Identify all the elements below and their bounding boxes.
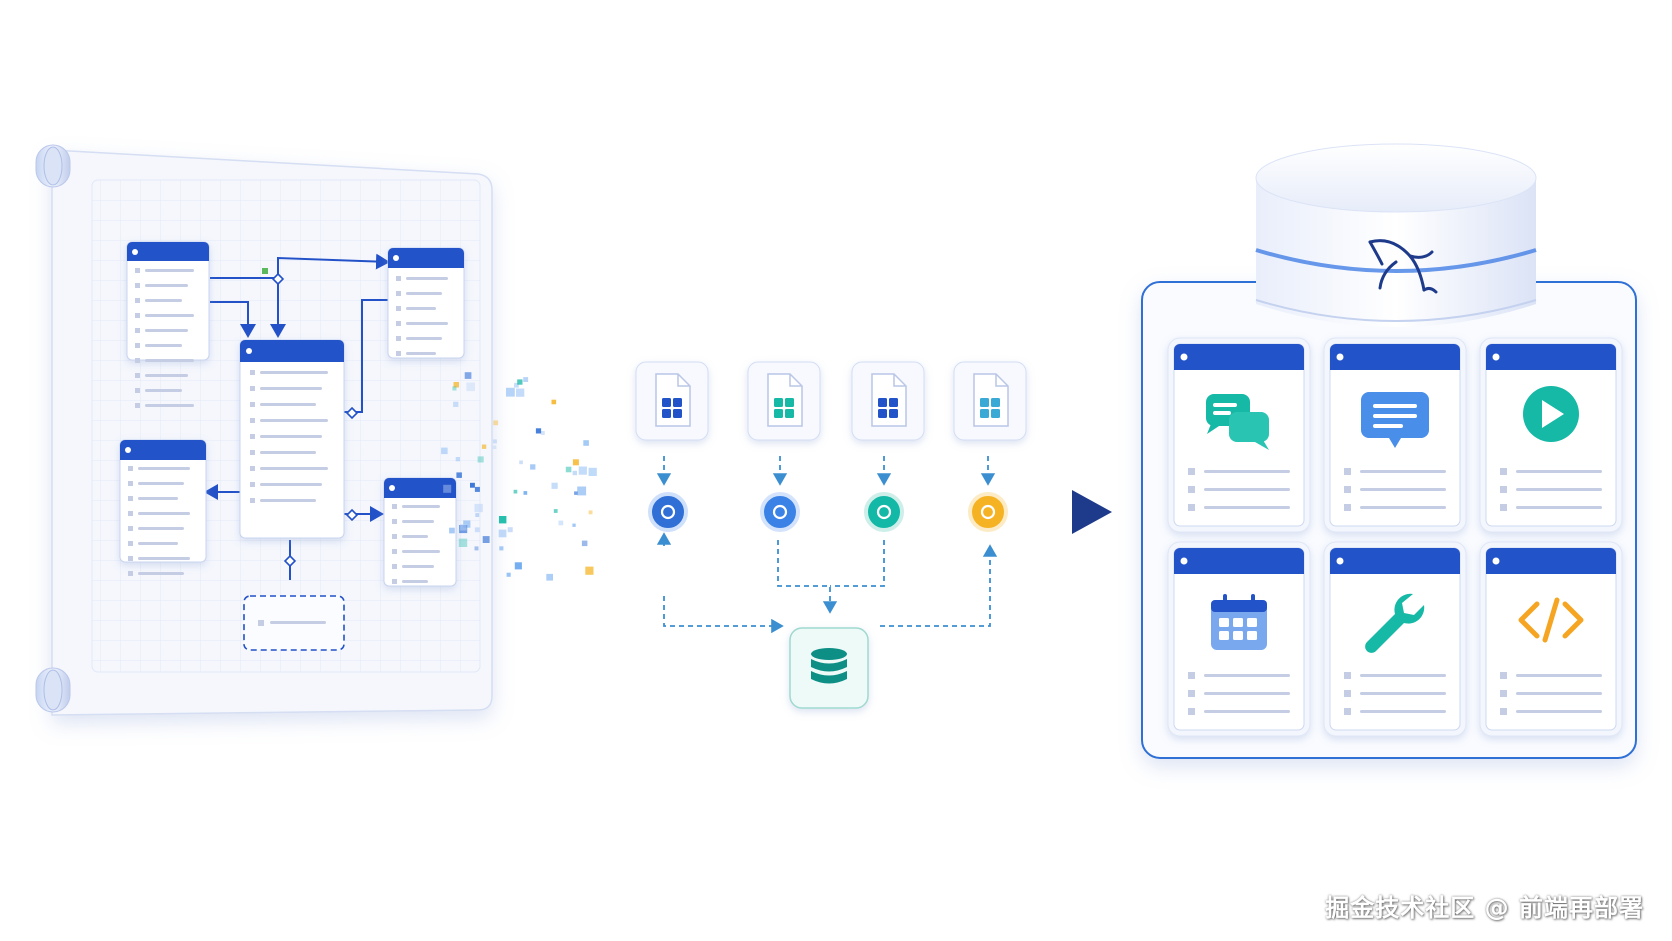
play-icon xyxy=(1523,386,1579,442)
particle xyxy=(474,486,480,492)
er-table xyxy=(239,339,345,539)
blueprint-scroll xyxy=(35,144,493,716)
pipeline-node xyxy=(760,492,800,532)
particle xyxy=(492,439,497,444)
particle xyxy=(506,387,515,397)
particle xyxy=(458,538,468,547)
particle xyxy=(474,546,479,551)
app-card xyxy=(1323,337,1467,533)
particle xyxy=(499,516,507,524)
file-grid-icon xyxy=(747,361,821,441)
er-table xyxy=(119,439,207,563)
particle xyxy=(517,379,523,385)
particle xyxy=(565,466,572,473)
particle xyxy=(551,399,557,405)
chat-bubbles-icon xyxy=(1206,394,1269,450)
particle xyxy=(474,503,483,513)
pipeline-node xyxy=(968,492,1008,532)
particle xyxy=(523,491,528,495)
pipeline xyxy=(521,361,1112,709)
particle xyxy=(456,472,462,478)
file-grid-icon xyxy=(953,361,1027,441)
particle xyxy=(441,447,448,455)
app-card xyxy=(1479,541,1623,737)
file-grid-icon xyxy=(635,361,709,441)
watermark: 掘金技术社区 @ 前端再部署 xyxy=(1325,894,1644,922)
particle xyxy=(443,484,452,493)
pipeline-node xyxy=(864,492,904,532)
particle xyxy=(449,527,455,534)
calendar-icon xyxy=(1211,594,1267,650)
particle xyxy=(463,520,471,528)
particle xyxy=(588,467,597,476)
particle xyxy=(523,377,529,382)
particle xyxy=(546,573,553,581)
particle xyxy=(477,456,484,463)
particle xyxy=(481,444,487,449)
particle xyxy=(466,382,475,392)
database-stack-icon xyxy=(811,648,847,684)
dolphin-icon xyxy=(1368,239,1438,294)
particle xyxy=(578,466,587,475)
particle xyxy=(514,562,522,570)
app-card xyxy=(1167,337,1311,533)
particle xyxy=(455,457,460,462)
particle xyxy=(453,382,459,388)
particle xyxy=(498,529,507,538)
mysql-database-icon xyxy=(1255,143,1537,327)
particle xyxy=(452,386,457,391)
particle xyxy=(583,440,589,446)
particle xyxy=(492,445,497,449)
file-grid-icon xyxy=(851,361,925,441)
particle xyxy=(493,420,499,426)
particle xyxy=(513,489,518,494)
particle xyxy=(453,401,459,407)
particle xyxy=(572,523,576,527)
particle xyxy=(581,540,588,547)
data-particles xyxy=(441,372,597,581)
app-card xyxy=(1479,337,1623,533)
app-card xyxy=(1323,541,1467,737)
particle xyxy=(585,566,594,575)
particle xyxy=(535,428,542,434)
wrench-icon xyxy=(1365,593,1425,653)
particle xyxy=(558,520,564,526)
particle xyxy=(572,459,579,466)
app-card xyxy=(1167,541,1311,737)
particle xyxy=(460,524,467,531)
particle xyxy=(572,470,577,476)
particle xyxy=(519,460,523,465)
pipeline-node xyxy=(648,492,688,532)
particle xyxy=(514,382,519,388)
database-hub xyxy=(789,627,869,709)
particle xyxy=(475,513,480,517)
er-table xyxy=(383,477,457,587)
particle xyxy=(551,482,558,489)
particle xyxy=(499,546,504,551)
particle xyxy=(530,464,536,470)
particle xyxy=(577,486,587,496)
particle xyxy=(474,527,480,533)
pipeline-arrowhead xyxy=(1072,490,1112,534)
particle xyxy=(540,431,545,435)
er-table xyxy=(387,247,465,359)
particle xyxy=(464,372,472,379)
particle xyxy=(574,491,578,495)
particle xyxy=(516,388,525,397)
message-icon xyxy=(1361,392,1429,448)
particle xyxy=(470,482,475,488)
code-icon xyxy=(1518,597,1584,643)
particle xyxy=(507,527,513,533)
particle xyxy=(482,536,490,543)
particle xyxy=(506,572,511,577)
